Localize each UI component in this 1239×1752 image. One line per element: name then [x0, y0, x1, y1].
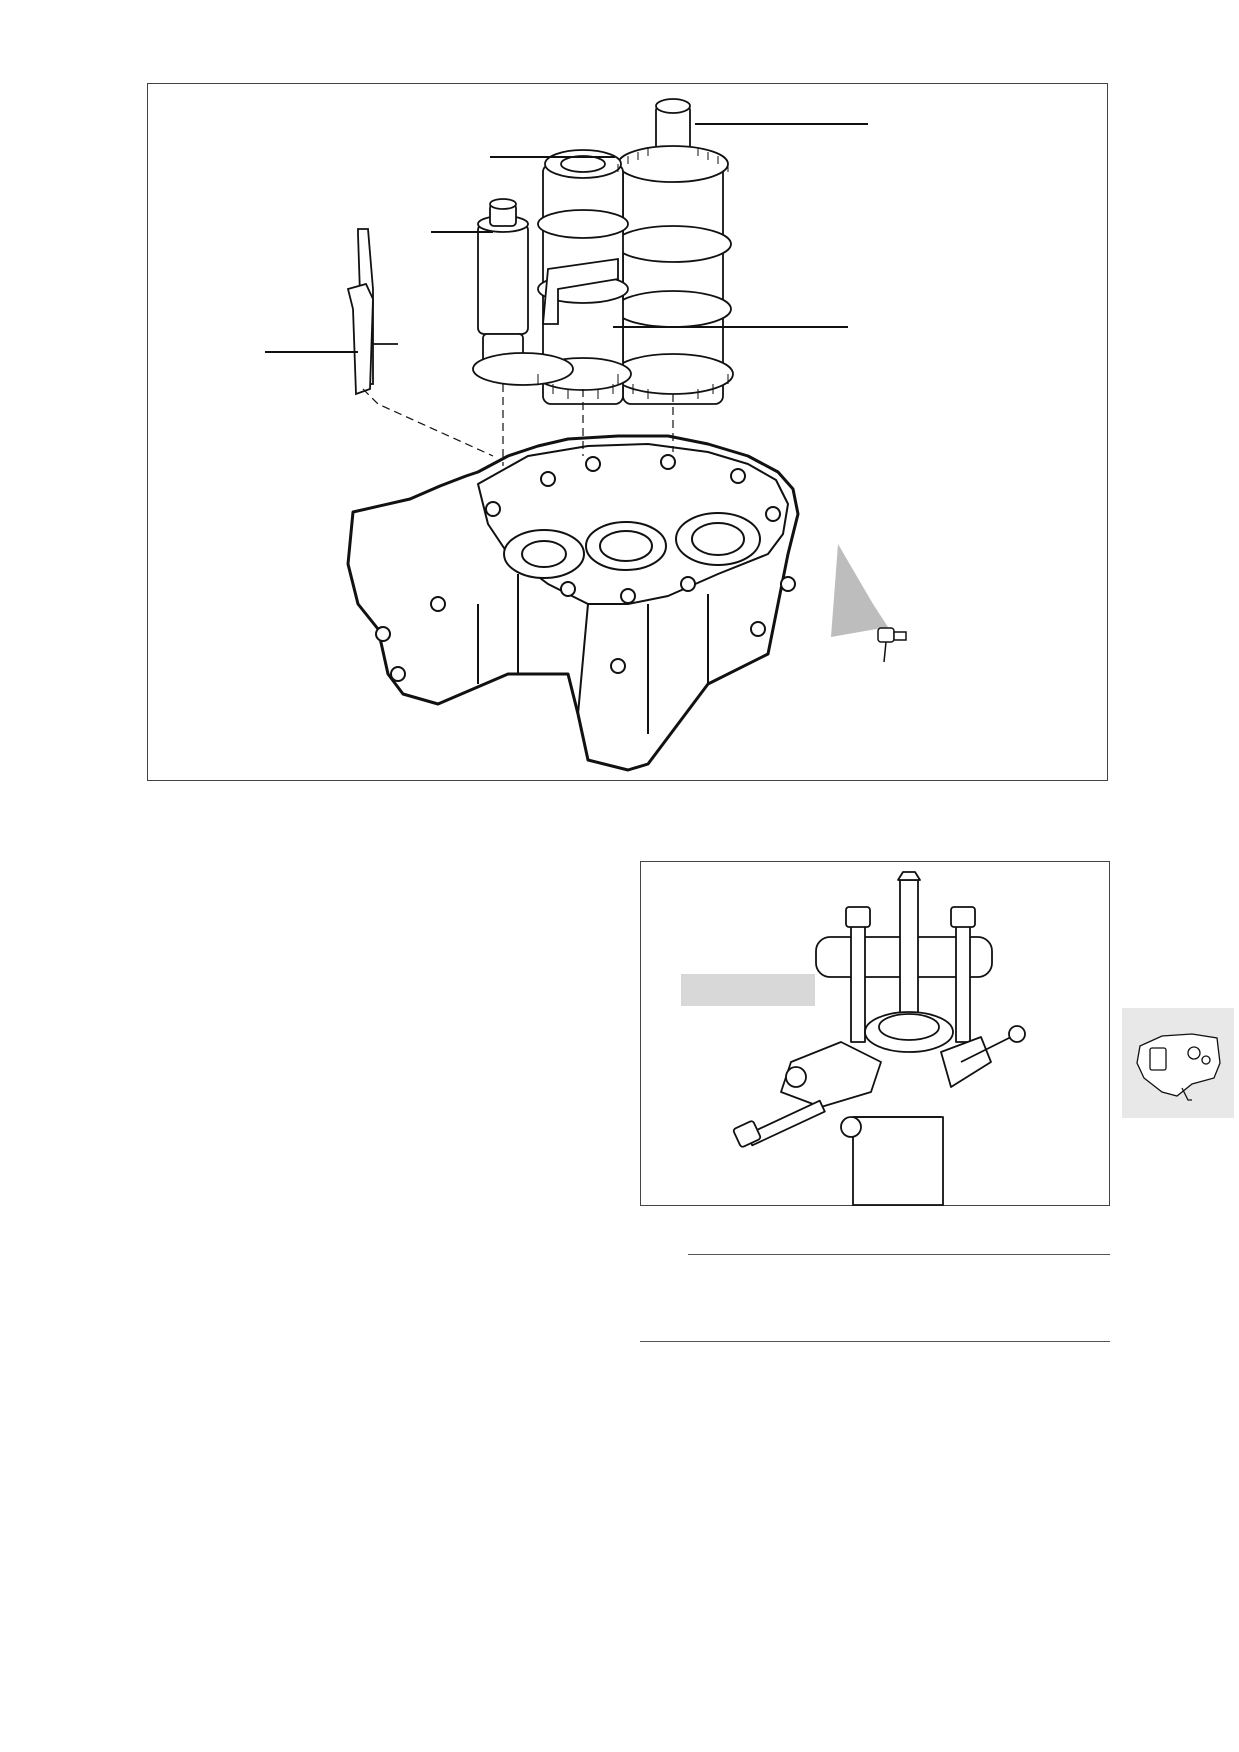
side-section-tab[interactable]	[1122, 1008, 1234, 1118]
figure-bearing-puller	[640, 861, 1110, 1206]
gearbox-illustration	[265, 98, 907, 772]
divider-rule	[688, 1254, 1110, 1255]
engine-thumbnail-icon	[1136, 1033, 1221, 1101]
figure-gearbox-assembly	[147, 83, 1108, 781]
bearing-puller-illustration	[681, 871, 1026, 1206]
divider-rule	[640, 1341, 1110, 1342]
label-placeholder-box	[681, 974, 815, 1006]
